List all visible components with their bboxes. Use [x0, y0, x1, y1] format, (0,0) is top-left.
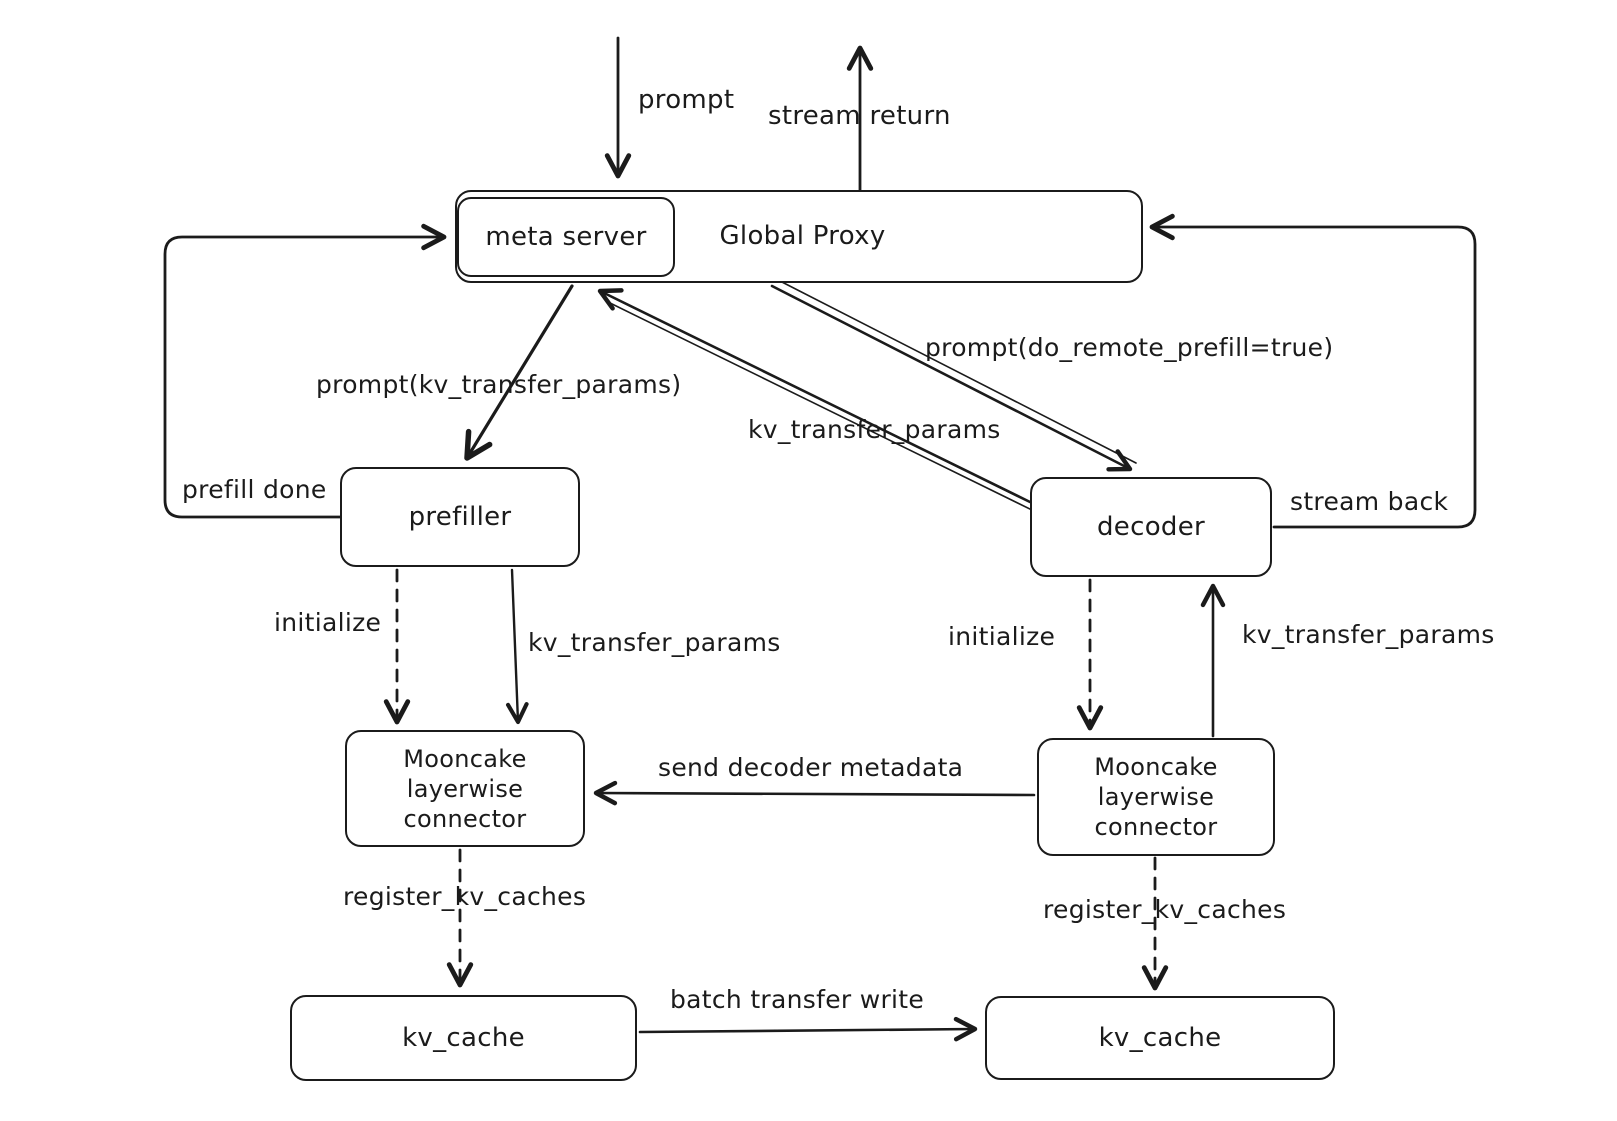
edge-label-batch-write: batch transfer write	[670, 985, 925, 1014]
edge-send-metadata-line	[593, 780, 1036, 806]
edge-prefill-done-line	[163, 223, 447, 519]
edge-label-stream-return: stream return	[768, 101, 951, 131]
edge-stream-back-line	[1149, 213, 1477, 529]
node-prefiller-label: prefiller	[408, 501, 512, 532]
node-meta-server-label: meta server	[485, 221, 647, 252]
edge-label-kv-right: kv_transfer_params	[1242, 620, 1495, 649]
node-global-proxy-label: Global Proxy	[719, 221, 886, 252]
edge-kv-transfer-mid-line2	[605, 300, 1037, 513]
edge-prompt-remote-line	[770, 284, 1133, 472]
node-meta-server: meta server	[457, 197, 675, 277]
edge-label-prompt-remote: prompt(do_remote_prefill=true)	[925, 333, 1334, 362]
node-connector-right-label: Mooncake layerwise connector	[1094, 753, 1218, 841]
node-connector-left-label: Mooncake layerwise connector	[403, 744, 527, 833]
edge-label-prefill-done: prefill done	[182, 475, 327, 504]
edge-label-prompt: prompt	[638, 85, 735, 115]
edge-label-stream-back: stream back	[1290, 487, 1449, 516]
edge-label-initialize-left: initialize	[274, 608, 382, 637]
edge-label-prompt-kv: prompt(kv_transfer_params)	[316, 370, 682, 399]
edge-prompt-remote-line2	[777, 279, 1137, 464]
node-kv-cache-right-label: kv_cache	[1098, 1022, 1222, 1053]
node-global-proxy-labelwrap: Global Proxy	[675, 190, 930, 283]
edge-label-send-metadata: send decoder metadata	[658, 753, 964, 782]
node-decoder: decoder	[1030, 477, 1272, 577]
edge-label-kv-left: kv_transfer_params	[528, 628, 781, 657]
edge-kv-transfer-mid-line	[597, 288, 1032, 504]
node-decoder-label: decoder	[1097, 511, 1205, 542]
edge-kv-left-line	[506, 568, 529, 725]
node-kv-cache-right: kv_cache	[985, 996, 1335, 1080]
node-connector-left: Mooncake layerwise connector	[345, 730, 585, 847]
edge-label-initialize-right: initialize	[948, 622, 1056, 651]
edge-label-kv-transfer-mid: kv_transfer_params	[748, 415, 1001, 444]
edge-label-register-left: register_kv_caches	[343, 882, 587, 911]
node-connector-right: Mooncake layerwise connector	[1037, 738, 1275, 856]
node-kv-cache-left: kv_cache	[290, 995, 637, 1081]
edge-label-register-right: register_kv_caches	[1043, 895, 1287, 924]
node-kv-cache-left-label: kv_cache	[402, 1022, 525, 1053]
node-prefiller: prefiller	[340, 467, 580, 567]
edge-prompt-kv-line	[464, 284, 574, 461]
edge-batch-write-line	[638, 1016, 978, 1042]
